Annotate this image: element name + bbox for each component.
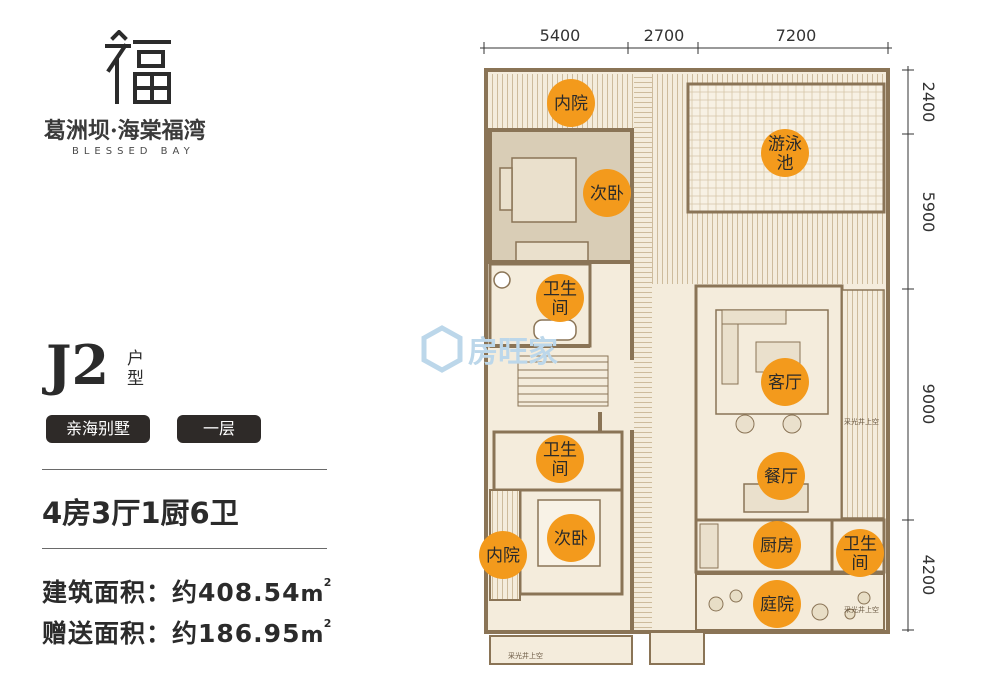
room-marker-circle [753,521,801,569]
room-marker-circle [761,129,809,177]
room-label: 厨房 [760,536,794,556]
skylight-note: 采光井上空 [508,651,543,660]
unit-type-code: J2 [46,333,110,397]
skylight-note: 采光井上空 [844,417,879,426]
unit-type-word: 户型 [127,349,144,389]
room-label: 池 [777,154,794,174]
room-marker-bathroom-right: 卫生间 [836,529,884,577]
room-label: 间 [552,299,569,319]
gift-area-text: 赠送面积：约186.95 [42,619,301,648]
room-label: 客厅 [768,373,802,393]
room-marker-circle [753,580,801,628]
room-marker-circle [583,169,631,217]
category-badge: 亲海别墅 [46,415,150,443]
room-label: 间 [552,460,569,480]
room-marker-circle [547,514,595,562]
dim-right-1: 2400 [919,82,938,123]
watermark-text: 房旺家 [468,335,558,370]
room-marker-circle [757,452,805,500]
room-marker-living-room: 客厅 [761,358,809,406]
dim-right-3: 9000 [919,384,938,425]
room-marker-circle [761,358,809,406]
project-name: 葛洲坝·海棠福湾 [44,118,206,144]
room-marker-kitchen: 厨房 [753,521,801,569]
room-label: 卫生 [843,535,877,555]
room-label: 游泳 [768,135,802,155]
room-marker-circle [836,529,884,577]
dim-top-1: 5400 [540,26,581,45]
dim-top-3: 7200 [776,26,817,45]
room-label: 卫生 [543,280,577,300]
room-marker-circle [536,274,584,322]
dim-right-2: 5900 [919,192,938,233]
dimension-lines [480,42,914,632]
built-area-text: 建筑面积：约408.54 [42,578,301,607]
dim-top-2: 2700 [644,26,685,45]
room-label: 卫生 [543,441,577,461]
dim-right-4: 4200 [919,555,938,596]
room-label: 次卧 [554,529,588,549]
info-panel: 葛洲坝·海棠福湾 BLESSED BAY J2 户型 亲海别墅 一层 4房3厅1… [0,0,340,700]
room-label: 餐厅 [764,467,798,487]
divider [42,469,327,470]
watermark: 房旺家 [421,325,558,373]
room-marker-inner-court-top: 内院 [547,79,595,127]
room-marker-courtyard: 庭院 [753,580,801,628]
room-marker-circle [547,79,595,127]
fu-logo-icon [105,30,171,104]
project-name-english: BLESSED BAY [72,146,195,157]
room-marker-secondary-bedroom-top: 次卧 [583,169,631,217]
room-marker-secondary-bedroom-bottom: 次卧 [547,514,595,562]
room-marker-bathroom-mid: 卫生间 [536,435,584,483]
room-layout: 4房3厅1厨6卫 [42,496,239,530]
floor-badge: 一层 [177,415,261,443]
room-marker-circle [536,435,584,483]
room-label: 内院 [554,94,588,114]
divider [42,548,327,549]
room-marker-circle [479,531,527,579]
room-marker-dining-room: 餐厅 [757,452,805,500]
room-label: 间 [852,554,869,574]
skylight-note: 采光井上空 [844,605,879,614]
room-label: 庭院 [760,595,794,615]
room-label: 内院 [486,546,520,566]
room-label: 次卧 [590,184,624,204]
room-marker-inner-court-bottom: 内院 [479,531,527,579]
room-markers: 内院次卧卫生间卫生间次卧内院游泳池客厅餐厅厨房卫生间庭院 [479,79,884,628]
room-marker-bathroom-top: 卫生间 [536,274,584,322]
room-marker-pool: 游泳池 [761,129,809,177]
